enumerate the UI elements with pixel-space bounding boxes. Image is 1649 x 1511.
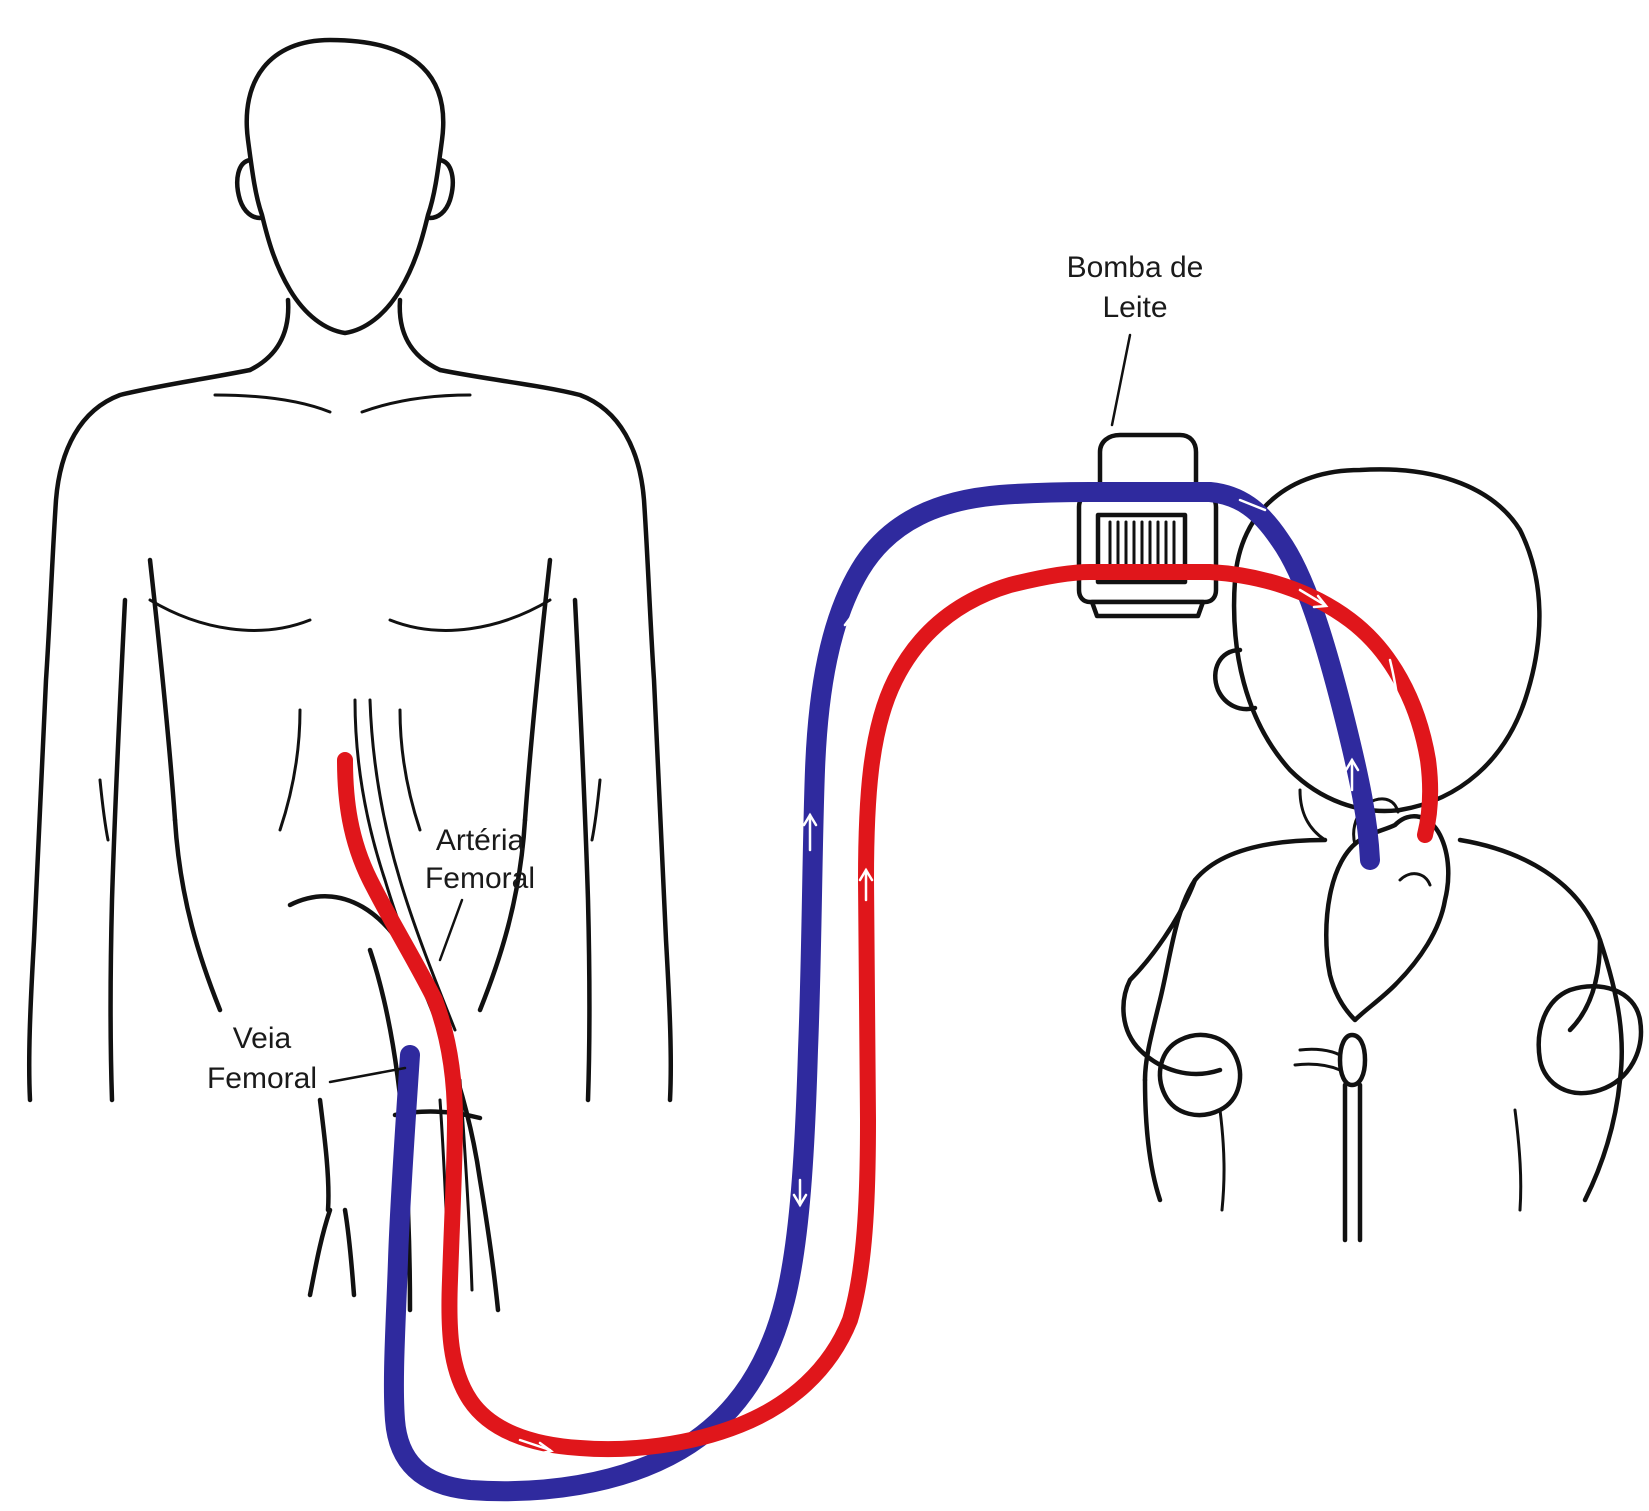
arterial-line	[345, 572, 1430, 1449]
pump-icon	[1079, 435, 1216, 616]
artery-label-line2: Femoral	[425, 862, 535, 895]
pump-label: Bomba de Leite	[1067, 251, 1204, 425]
vein-label-line1: Veia	[233, 1022, 292, 1055]
pump-label-line1: Bomba de	[1067, 251, 1204, 284]
vein-label-line2: Femoral	[207, 1062, 317, 1095]
artery-label: Artéria Femoral	[425, 824, 535, 960]
adult-body-icon	[29, 40, 671, 1310]
vein-label: Veia Femoral	[207, 1022, 405, 1095]
device-icon	[1295, 1035, 1365, 1240]
pump-label-line2: Leite	[1102, 291, 1167, 324]
artery-label-line1: Artéria	[436, 824, 525, 857]
